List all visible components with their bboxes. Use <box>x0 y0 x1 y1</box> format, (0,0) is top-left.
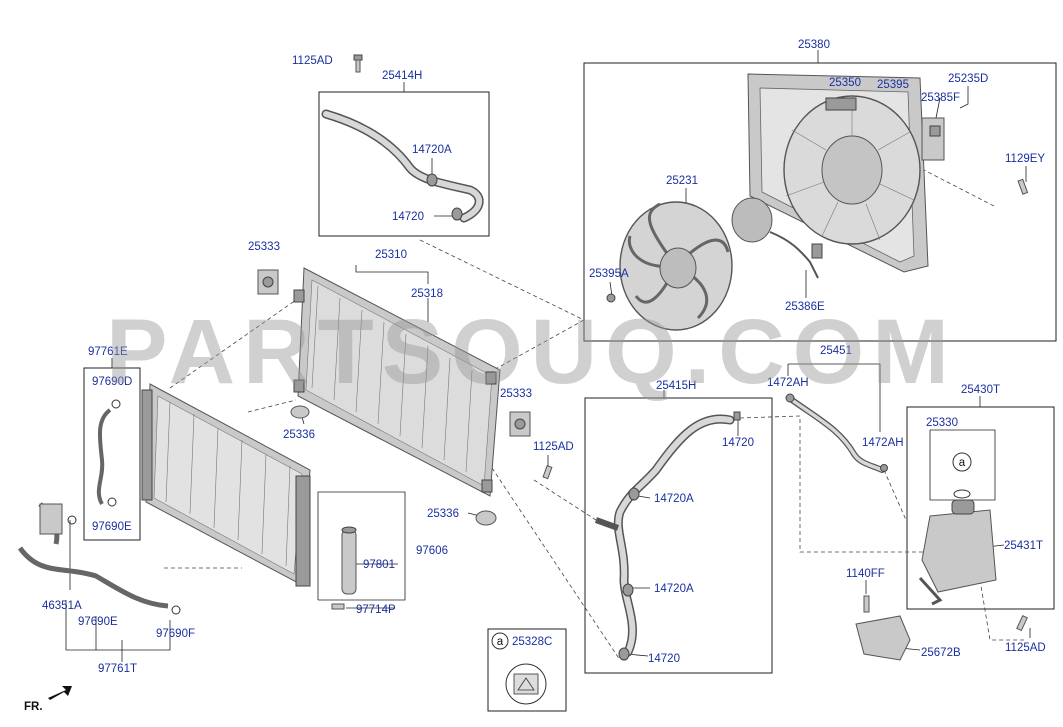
front-direction-indicator: FR. <box>24 686 72 713</box>
part-label: 1472AH <box>862 437 904 449</box>
part-label: 25380 <box>798 39 830 51</box>
part-label: 25336 <box>283 429 315 441</box>
bolt-1125AD-right <box>1016 615 1028 632</box>
part-label: 25350 <box>829 77 861 89</box>
part-label: 14720A <box>654 583 694 595</box>
part-label: 25430T <box>961 384 1000 396</box>
reservoir-cap-ring <box>953 489 971 499</box>
overflow-hose-25451 <box>785 393 888 473</box>
lower-hose-25415H <box>594 411 741 661</box>
part-label: 25310 <box>375 249 407 261</box>
part-label: 1472AH <box>767 377 809 389</box>
part-label: 14720 <box>392 211 424 223</box>
part-labels: 1125AD 25414H 14720A 14720 25380 25350 2… <box>42 39 1046 675</box>
reservoir-group-25430T-frame <box>906 406 1055 610</box>
ac-tube-97761E <box>96 399 121 507</box>
part-label: 25318 <box>411 288 443 300</box>
bolt-1125AD-top <box>353 54 363 73</box>
part-label: 14720A <box>412 144 452 156</box>
part-label: 46351A <box>42 600 82 612</box>
part-label: 14720 <box>722 437 754 449</box>
receiver-drier-97801 <box>341 526 357 595</box>
part-label: 25414H <box>382 70 422 82</box>
condenser-97606 <box>141 383 311 587</box>
part-label: 97714P <box>356 604 396 616</box>
part-label: 25231 <box>666 175 698 187</box>
mount-25336-right <box>475 510 497 526</box>
part-label: 25672B <box>921 647 961 659</box>
part-label: 25395A <box>589 268 629 280</box>
part-label: 97606 <box>416 545 448 557</box>
part-label: 14720 <box>648 653 680 665</box>
svg-text:a: a <box>497 636 504 648</box>
part-label: 25328C <box>512 636 552 648</box>
part-label: 1125AD <box>292 55 333 67</box>
bolt-97714P <box>331 603 345 610</box>
part-label: 25385F <box>921 92 960 104</box>
part-label: 25386E <box>785 301 825 313</box>
bolt-1125AD-mid <box>542 465 553 480</box>
part-label: 97690F <box>156 628 195 640</box>
part-label: 25451 <box>820 345 852 357</box>
caution-label-icon: a <box>491 632 547 705</box>
part-label: 25333 <box>248 241 280 253</box>
part-label: 25415H <box>656 380 696 392</box>
part-label: 25431T <box>1004 540 1043 552</box>
part-label: 25333 <box>500 388 532 400</box>
note-a-circle: a <box>952 452 972 472</box>
part-label: 25336 <box>427 508 459 520</box>
part-label: 25235D <box>948 73 988 85</box>
part-label: 1129EY <box>1005 153 1045 165</box>
part-label: 97761T <box>98 663 137 675</box>
upper-hose-25414H <box>321 109 484 223</box>
fan-shroud-assembly <box>747 73 945 273</box>
part-label: 1125AD <box>1005 642 1046 654</box>
hose-group-25415H-frame <box>584 397 773 674</box>
fan-shroud-group-25380-frame <box>583 62 1057 342</box>
fan-blade-25231 <box>619 201 733 331</box>
radiator-25310 <box>293 267 501 497</box>
mount-bushing-25333-right <box>509 411 531 437</box>
svg-text:FR.: FR. <box>24 701 43 713</box>
part-label: 25395 <box>877 79 909 91</box>
mount-25336-left <box>290 405 310 419</box>
part-label: 1125AD <box>533 441 574 453</box>
fan-motor <box>731 197 823 279</box>
mount-bushing-25333-left <box>257 269 279 295</box>
ac-tube-97761T <box>17 502 181 615</box>
bracket-25672B <box>855 595 911 661</box>
part-label: 97761E <box>88 346 128 358</box>
reservoir-tank-25431T <box>918 499 997 606</box>
part-label: 97801 <box>363 559 395 571</box>
caution-label-25328C-frame <box>487 628 567 712</box>
note-symbol: a <box>959 457 966 469</box>
part-label: 14720A <box>654 493 694 505</box>
clip-25395A <box>606 293 616 303</box>
tube-group-97761E-frame <box>83 367 141 541</box>
part-label: 97690E <box>92 521 132 533</box>
part-label: 97690E <box>78 616 118 628</box>
bolt-1129EY <box>1017 178 1029 195</box>
part-label: 25330 <box>926 417 958 429</box>
part-label: 1140FF <box>846 568 885 580</box>
part-label: 97690D <box>92 376 132 388</box>
